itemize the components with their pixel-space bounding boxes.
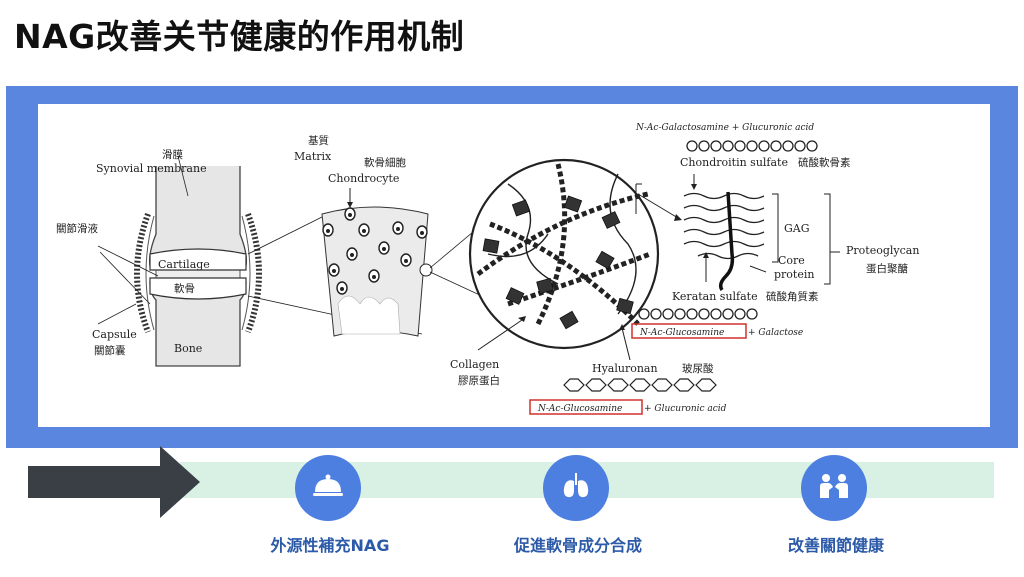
galnac-formula-label: N-Ac-Galactosamine + Glucuronic acid: [635, 123, 814, 133]
step-health: [801, 455, 871, 525]
step-label-synthesis: 促進軟骨成分合成: [513, 536, 643, 555]
core-protein-label-1: Core: [778, 254, 805, 267]
chondrocyte-en-label: Chondrocyte: [328, 172, 399, 185]
chondroitin-en-label: Chondroitin sulfate: [680, 156, 788, 169]
matrix-block: [321, 188, 433, 337]
joint-mechanism-diagram: 滑膜 Synovial membrane 關節滑液 Cartilage 軟骨 C…: [56, 123, 919, 415]
step-circle: [543, 455, 609, 521]
people-handshake-icon: [817, 472, 851, 504]
gag-label: GAG: [784, 222, 810, 235]
process-arrow: [28, 446, 200, 518]
galactose-label: + Galactose: [748, 328, 803, 338]
glcnac-highlight-box-1: [631, 323, 747, 339]
capsule-en-label: Capsule: [92, 328, 137, 341]
step-circle: [295, 455, 361, 521]
collagen-cn-label: 膠原蛋白: [458, 374, 500, 387]
bone-label: Bone: [174, 342, 202, 355]
keratan-en-label: Keratan sulfate: [672, 290, 758, 303]
step-circle: [801, 455, 867, 521]
chondrocyte-cn-label: 軟骨細胞: [364, 156, 406, 169]
lungs-icon: [560, 472, 592, 504]
matrix-en-label: Matrix: [294, 150, 332, 163]
cartilage-cn-label: 軟骨: [174, 282, 195, 295]
glcnac-label-1: N-Ac-Glucosamine: [639, 328, 724, 338]
matrix-cn-label: 基質: [308, 134, 329, 147]
hyaluronan-cn-label: 玻尿酸: [682, 362, 714, 375]
proteoglycan-cn-label: 蛋白聚醣: [866, 262, 908, 275]
glucuronic-label: + Glucuronic acid: [644, 404, 727, 414]
keratan-cn-label: 硫酸角質素: [766, 290, 819, 303]
glcnac-label-2: N-Ac-Glucosamine: [537, 404, 622, 414]
glcnac-highlight-box-2: [529, 399, 643, 415]
cartilage-en-label: Cartilage: [158, 258, 210, 271]
collagen-en-label: Collagen: [450, 358, 499, 371]
diagram-panel: 滑膜 Synovial membrane 關節滑液 Cartilage 軟骨 C…: [38, 104, 990, 427]
hyaluronan-en-label: Hyaluronan: [592, 362, 658, 375]
capsule-cn-label: 關節囊: [94, 344, 126, 357]
core-protein-label-2: protein: [774, 268, 814, 281]
joint-illustration: [97, 155, 262, 367]
keratan-chain: [638, 308, 758, 320]
core-protein-line: [718, 191, 735, 291]
step-synthesis: [543, 455, 613, 525]
hyaluronan-chain: [563, 378, 717, 392]
synovial-en-label: Synovial membrane: [96, 162, 207, 175]
proteoglycan-en-label: Proteoglycan: [846, 244, 919, 257]
collagen-network: [468, 158, 660, 361]
step-label-health: 改善關節健康: [787, 536, 885, 555]
synovial-cn-label: 滑膜: [162, 149, 183, 161]
chondroitin-cn-label: 硫酸軟骨素: [798, 156, 851, 169]
step-supplement: [295, 455, 365, 525]
chondroitin-chain: [686, 140, 818, 152]
page-title: NAG改善关节健康的作用机制: [14, 17, 465, 56]
food-cloche-icon: [312, 472, 344, 504]
step-label-supplement: 外源性補充NAG: [270, 536, 390, 555]
gag-chains: [683, 192, 765, 260]
synovial-fluid-label: 關節滑液: [56, 222, 98, 235]
